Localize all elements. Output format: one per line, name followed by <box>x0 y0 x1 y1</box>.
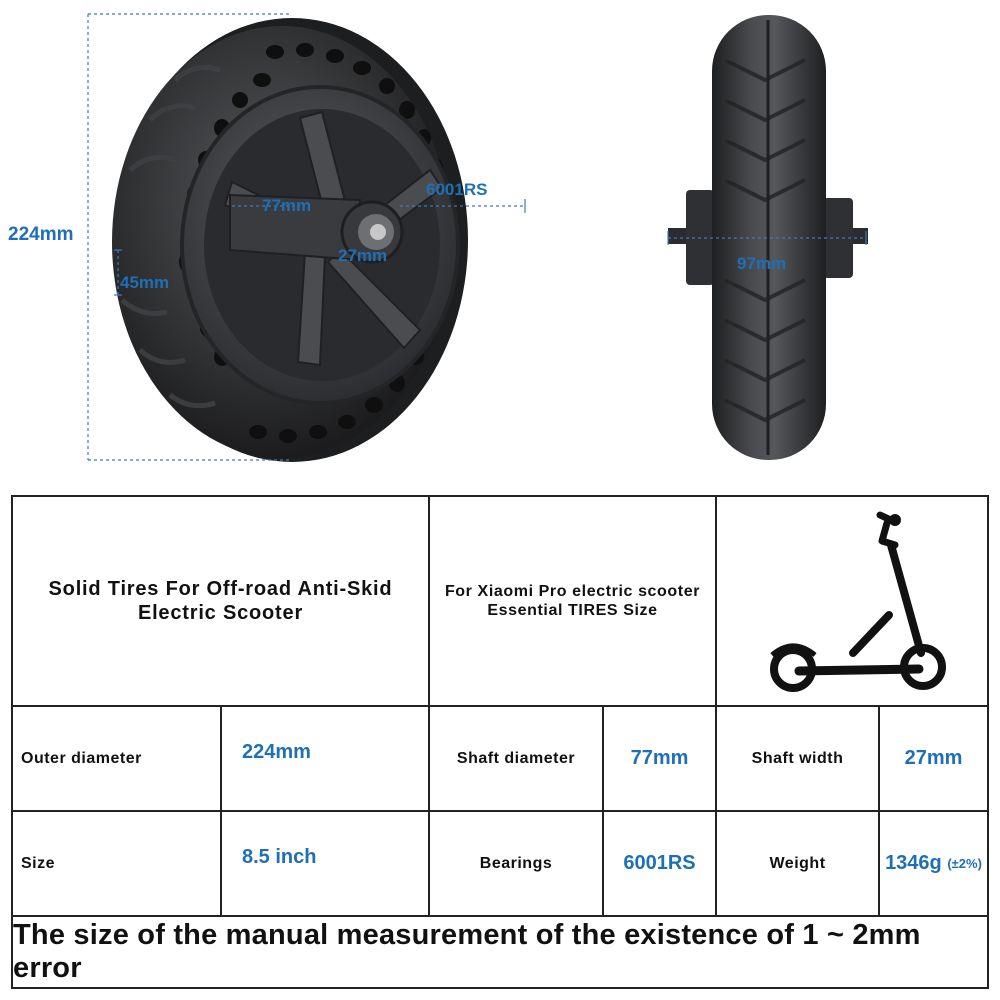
label-size: Size <box>21 854 56 872</box>
dim-axle-width: 97mm <box>737 254 787 273</box>
dim-shaft-width: 27mm <box>338 246 388 265</box>
dim-shaft-diameter: 77mm <box>262 196 312 215</box>
product-title-line1: Solid Tires For Off-road Anti-Skid <box>48 578 393 600</box>
product-title-line2: Electric Scooter <box>137 602 304 624</box>
dim-bearing: 6001RS <box>426 180 488 199</box>
scooter-icon-cell <box>717 497 989 705</box>
label-bearings: Bearings <box>479 854 553 872</box>
value-outer-diameter: 224mm <box>242 741 311 763</box>
value-weight: 1346g (±2%) <box>880 812 987 915</box>
dim-outer-diameter: 224mm <box>8 224 74 245</box>
value-shaft-width-text: 27mm <box>904 747 963 769</box>
value-bearings: 6001RS <box>623 852 696 874</box>
dimension-lines <box>87 13 526 461</box>
scooter-icon <box>770 511 946 692</box>
value-shaft-diameter: 77mm <box>630 747 689 769</box>
label-shaft-diameter: Shaft diameter <box>456 749 576 767</box>
measurement-note: The size of the manual measurement of th… <box>13 919 921 984</box>
compatibility-title: For Xiaomi Pro electric scooter Essentia… <box>430 497 715 705</box>
spec-table: Solid Tires For Off-road Anti-Skid Elect… <box>11 495 989 989</box>
divider <box>13 915 987 917</box>
value-weight-tolerance: (±2%) <box>947 856 982 871</box>
label-weight: Weight <box>769 854 826 872</box>
compatibility-line2: Essential TIRES Size <box>487 602 658 619</box>
divider <box>13 705 987 707</box>
wheel-illustration <box>87 13 868 462</box>
label-outer-diameter: Outer diameter <box>21 749 142 767</box>
value-shaft-width: 27mm <box>880 707 987 810</box>
value-weight-text: 1346g <box>885 852 942 874</box>
dim-tire-width: 45mm <box>120 273 170 292</box>
divider <box>13 810 987 812</box>
product-title: Solid Tires For Off-road Anti-Skid Elect… <box>13 497 428 705</box>
wheel-front-view <box>112 18 468 462</box>
label-shaft-width: Shaft width <box>751 749 844 767</box>
product-hero: 224mm 77mm 6001RS 27mm 45mm 97mm <box>0 0 1000 490</box>
value-size: 8.5 inch <box>242 846 317 868</box>
compatibility-line1: For Xiaomi Pro electric scooter <box>444 583 701 600</box>
